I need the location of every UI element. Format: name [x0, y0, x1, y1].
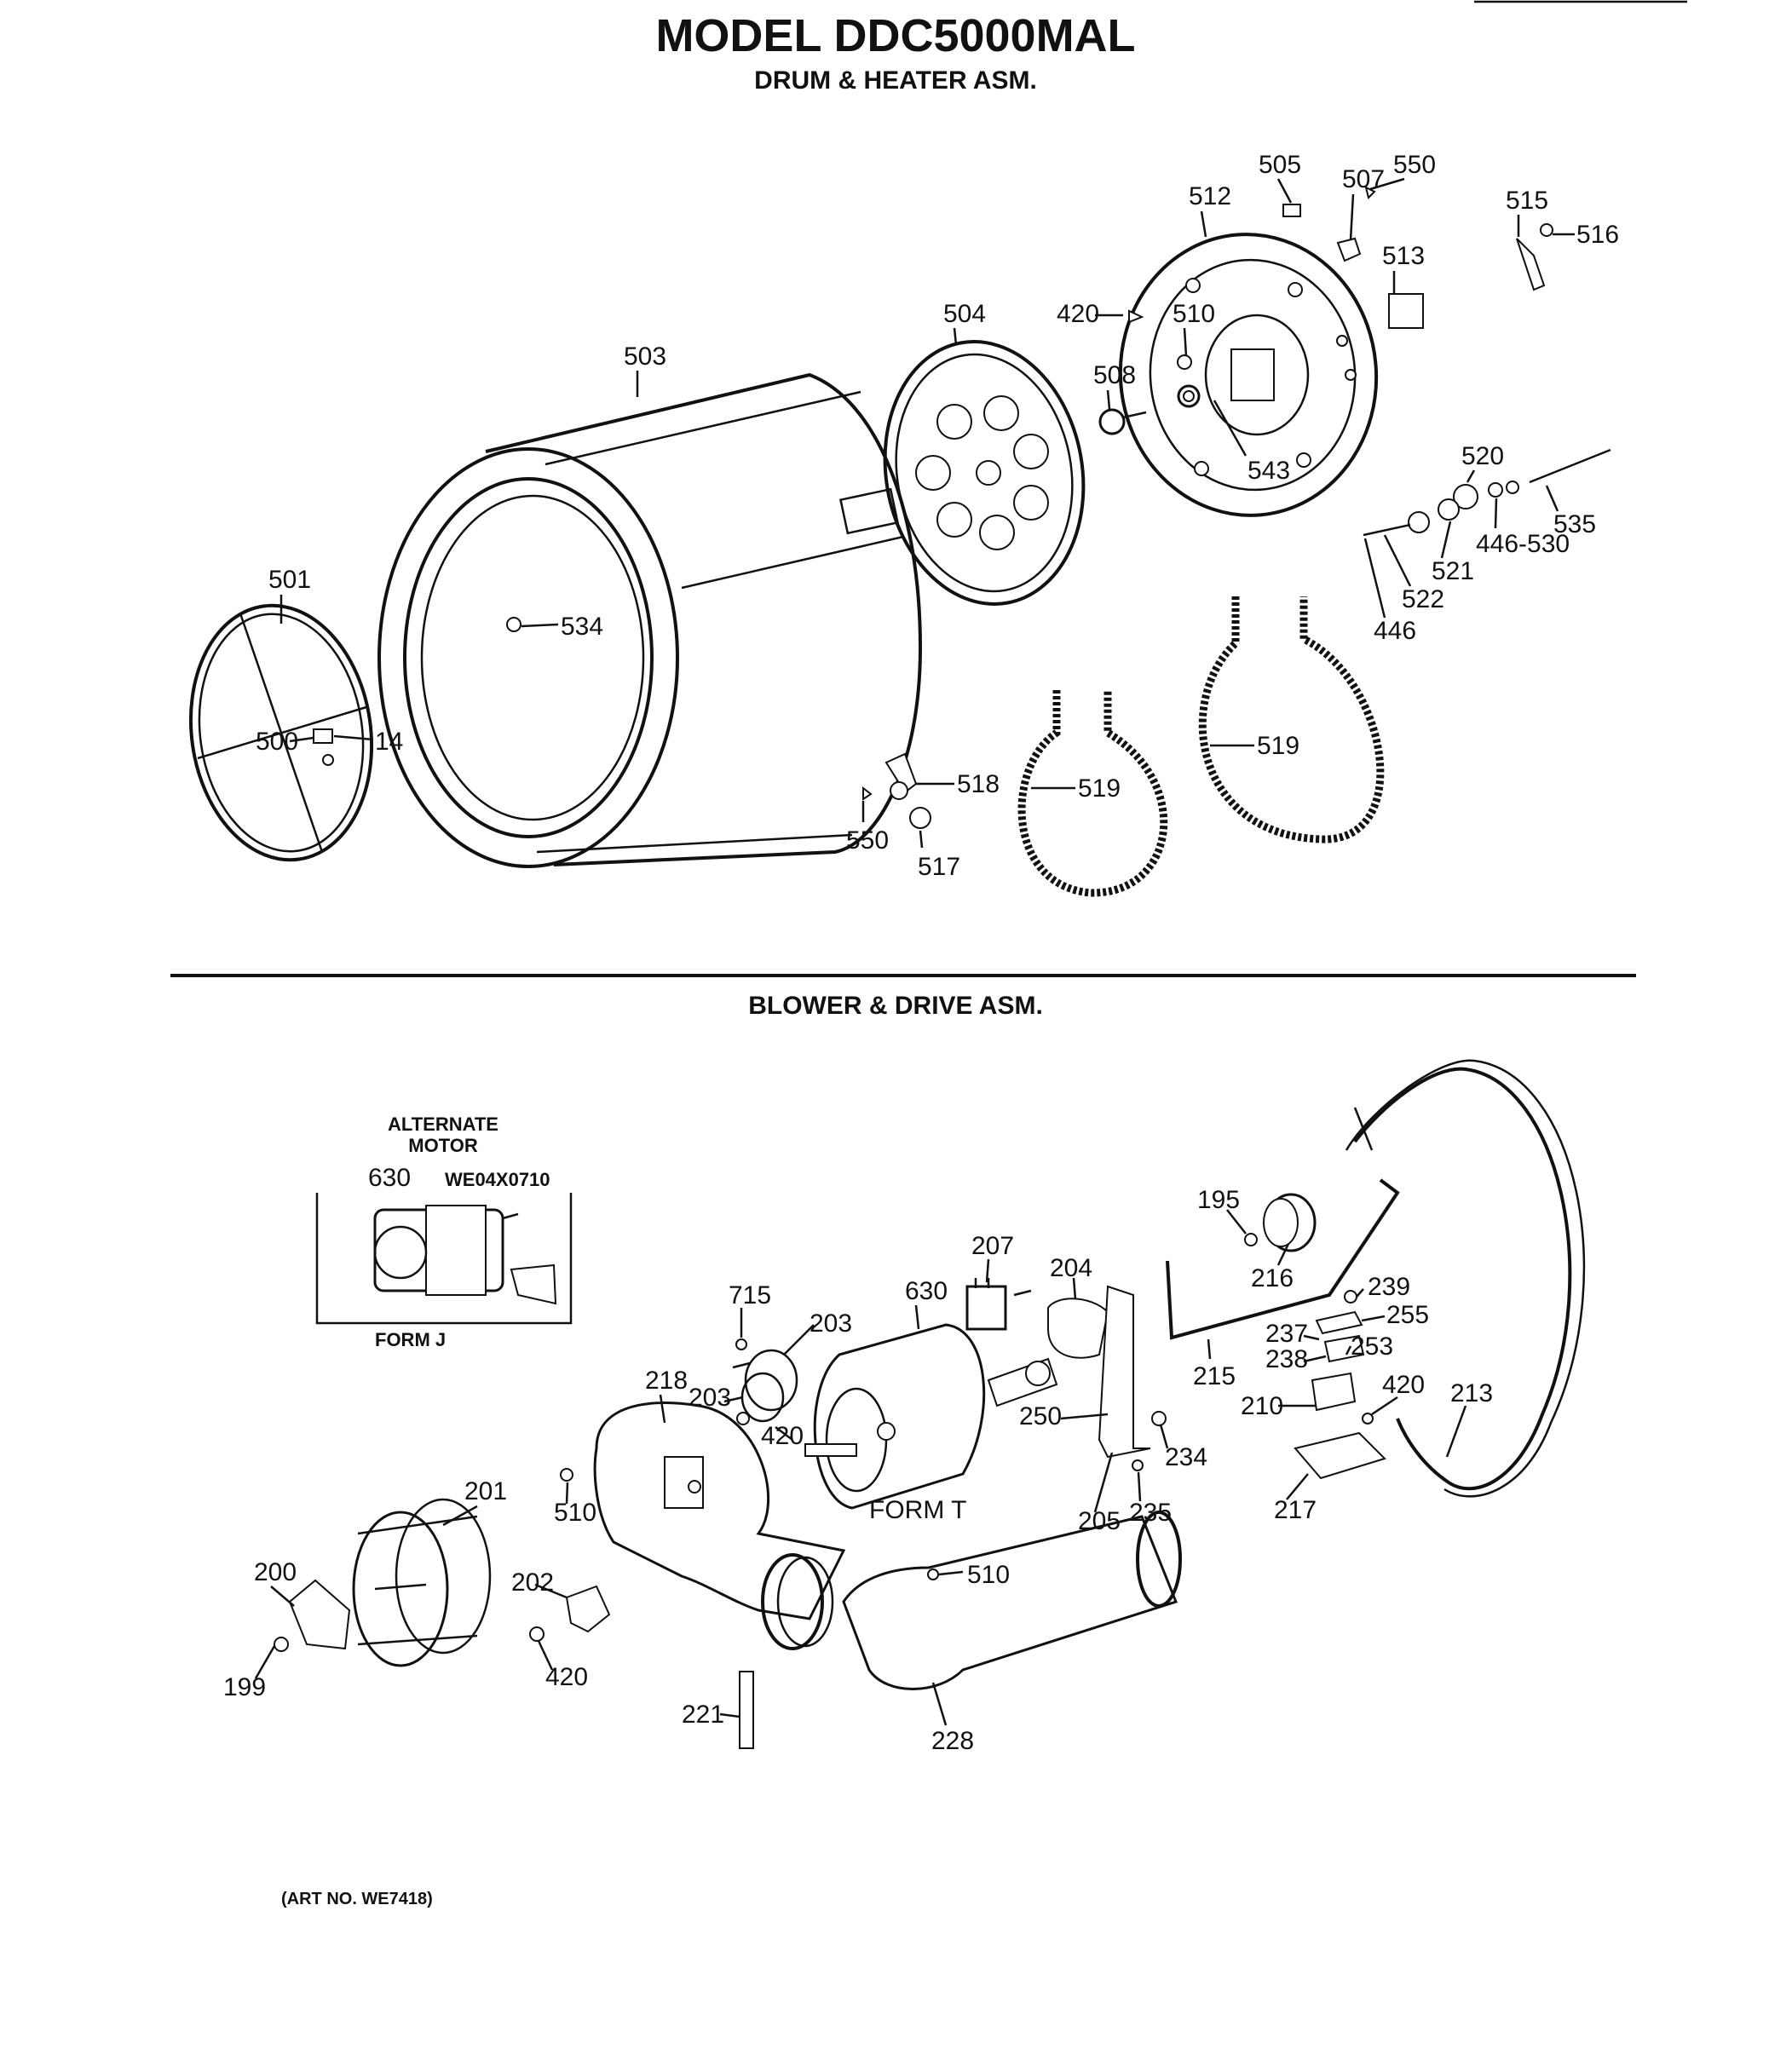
- callout-215: 215: [1193, 1362, 1236, 1390]
- blower-section-title: BLOWER & DRIVE ASM.: [748, 992, 1043, 1020]
- callout-550-b: 550: [846, 826, 889, 855]
- part-503-drum: [377, 372, 923, 868]
- part-519-heater-coils: [1017, 596, 1385, 897]
- callout-218: 218: [645, 1367, 688, 1395]
- callout-195: 195: [1197, 1186, 1240, 1214]
- callout-205: 205: [1078, 1507, 1121, 1535]
- callout-446-530: 446-530: [1476, 530, 1570, 558]
- callout-510-a: 510: [554, 1499, 596, 1527]
- part-501-front-seal: [188, 603, 374, 862]
- callout-216: 216: [1251, 1264, 1294, 1292]
- part-630-drive-motor: [804, 1323, 1058, 1510]
- alternate-motor-title-2: MOTOR: [408, 1135, 478, 1156]
- callout-201: 201: [464, 1477, 507, 1505]
- drum-hardware: [506, 186, 1611, 829]
- callout-202: 202: [511, 1568, 554, 1597]
- form-j-label: FORM J: [375, 1329, 446, 1350]
- callout-630-alt: 630: [368, 1164, 411, 1192]
- callout-510: 510: [1173, 300, 1215, 328]
- blower-leader-lines: [254, 1209, 1467, 1726]
- callout-517: 517: [918, 853, 960, 881]
- callout-519-a: 519: [1078, 774, 1121, 803]
- callout-217: 217: [1274, 1496, 1317, 1524]
- drum-section-title: DRUM & HEATER ASM.: [754, 66, 1037, 95]
- callout-207: 207: [971, 1232, 1014, 1260]
- part-204-205-motor-mount: [1047, 1285, 1167, 1471]
- callout-250: 250: [1019, 1402, 1062, 1430]
- callout-420-b: 420: [545, 1663, 588, 1691]
- callout-520: 520: [1461, 442, 1504, 470]
- callout-505: 505: [1259, 151, 1301, 179]
- part-218-blower-housing: [593, 1401, 846, 1650]
- callout-213: 213: [1450, 1379, 1493, 1407]
- callout-253: 253: [1351, 1332, 1393, 1361]
- part-200-bracket: [274, 1579, 351, 1652]
- part-207-switch: [965, 1278, 1032, 1331]
- callout-543: 543: [1247, 457, 1290, 485]
- callout-420-c: 420: [1382, 1371, 1425, 1399]
- part-213-drive-belt: [1345, 1059, 1586, 1498]
- alternate-motor-title-1: ALTERNATE: [388, 1114, 498, 1135]
- callout-501: 501: [268, 566, 311, 594]
- callout-238: 238: [1265, 1345, 1308, 1373]
- callout-521: 521: [1432, 557, 1474, 585]
- callout-446: 446: [1374, 617, 1416, 645]
- part-203-motor-clamps: [732, 1338, 798, 1425]
- alternate-motor-catalog-no: WE04X0710: [445, 1169, 550, 1190]
- callout-504: 504: [943, 300, 986, 328]
- callout-199: 199: [223, 1673, 266, 1701]
- callout-508: 508: [1093, 361, 1136, 389]
- callout-14: 14: [375, 728, 403, 756]
- callout-420: 420: [1057, 300, 1099, 328]
- callout-235: 235: [1129, 1499, 1172, 1527]
- callout-512: 512: [1189, 182, 1231, 210]
- callout-204: 204: [1050, 1254, 1092, 1282]
- blower-callout-labels: 195 207 204 216 239 255 715 203 630 237 …: [223, 1186, 1493, 1755]
- callout-519-b: 519: [1257, 732, 1299, 760]
- alternate-motor-drawing: [373, 1205, 557, 1305]
- callout-221: 221: [682, 1701, 724, 1729]
- callout-228: 228: [931, 1727, 974, 1755]
- callout-515: 515: [1506, 187, 1548, 215]
- callout-503: 503: [624, 342, 666, 371]
- callout-715: 715: [729, 1281, 771, 1309]
- callout-234: 234: [1165, 1443, 1207, 1471]
- callout-203-b: 203: [689, 1384, 731, 1412]
- callout-510-b: 510: [967, 1561, 1010, 1589]
- part-221-gasket: [739, 1671, 754, 1749]
- part-202-bracket: [529, 1468, 611, 1642]
- part-504-rear-bulkhead: [883, 340, 1086, 606]
- callout-200: 200: [254, 1558, 297, 1586]
- drum-callout-labels: 505 507 550 512 515 516 513 504 420 510 …: [256, 151, 1619, 881]
- callout-507: 507: [1342, 165, 1385, 193]
- callout-513: 513: [1382, 242, 1425, 270]
- callout-420-a: 420: [761, 1422, 804, 1450]
- part-216-pulley: [1244, 1193, 1317, 1252]
- callout-210: 210: [1241, 1392, 1283, 1420]
- part-228-exhaust-duct: [842, 1511, 1182, 1690]
- callout-237: 237: [1265, 1320, 1308, 1348]
- callout-535: 535: [1553, 510, 1596, 538]
- alternate-motor-box: ALTERNATE MOTOR 630 WE04X0710 FORM J: [315, 1114, 573, 1350]
- part-201-blower-wheel: [352, 1498, 492, 1667]
- part-512-rear-panel: [1118, 233, 1379, 517]
- part-idler-bracket-group: [1294, 1290, 1386, 1480]
- callout-518: 518: [957, 770, 1000, 798]
- part-215-idler-rod: [1166, 1178, 1400, 1340]
- callout-255: 255: [1386, 1301, 1429, 1329]
- form-t-label: FORM T: [869, 1496, 966, 1524]
- callout-239: 239: [1368, 1273, 1410, 1301]
- drum-leader-lines: [279, 177, 1575, 849]
- art-number: (ART NO. WE7418): [281, 1890, 433, 1908]
- callout-516: 516: [1576, 221, 1619, 249]
- model-title: MODEL DDC5000MAL: [655, 10, 1135, 61]
- callout-550: 550: [1393, 151, 1436, 179]
- callout-203-a: 203: [810, 1309, 852, 1338]
- callout-630: 630: [905, 1277, 948, 1305]
- callout-534: 534: [561, 613, 603, 641]
- callout-522: 522: [1402, 585, 1444, 613]
